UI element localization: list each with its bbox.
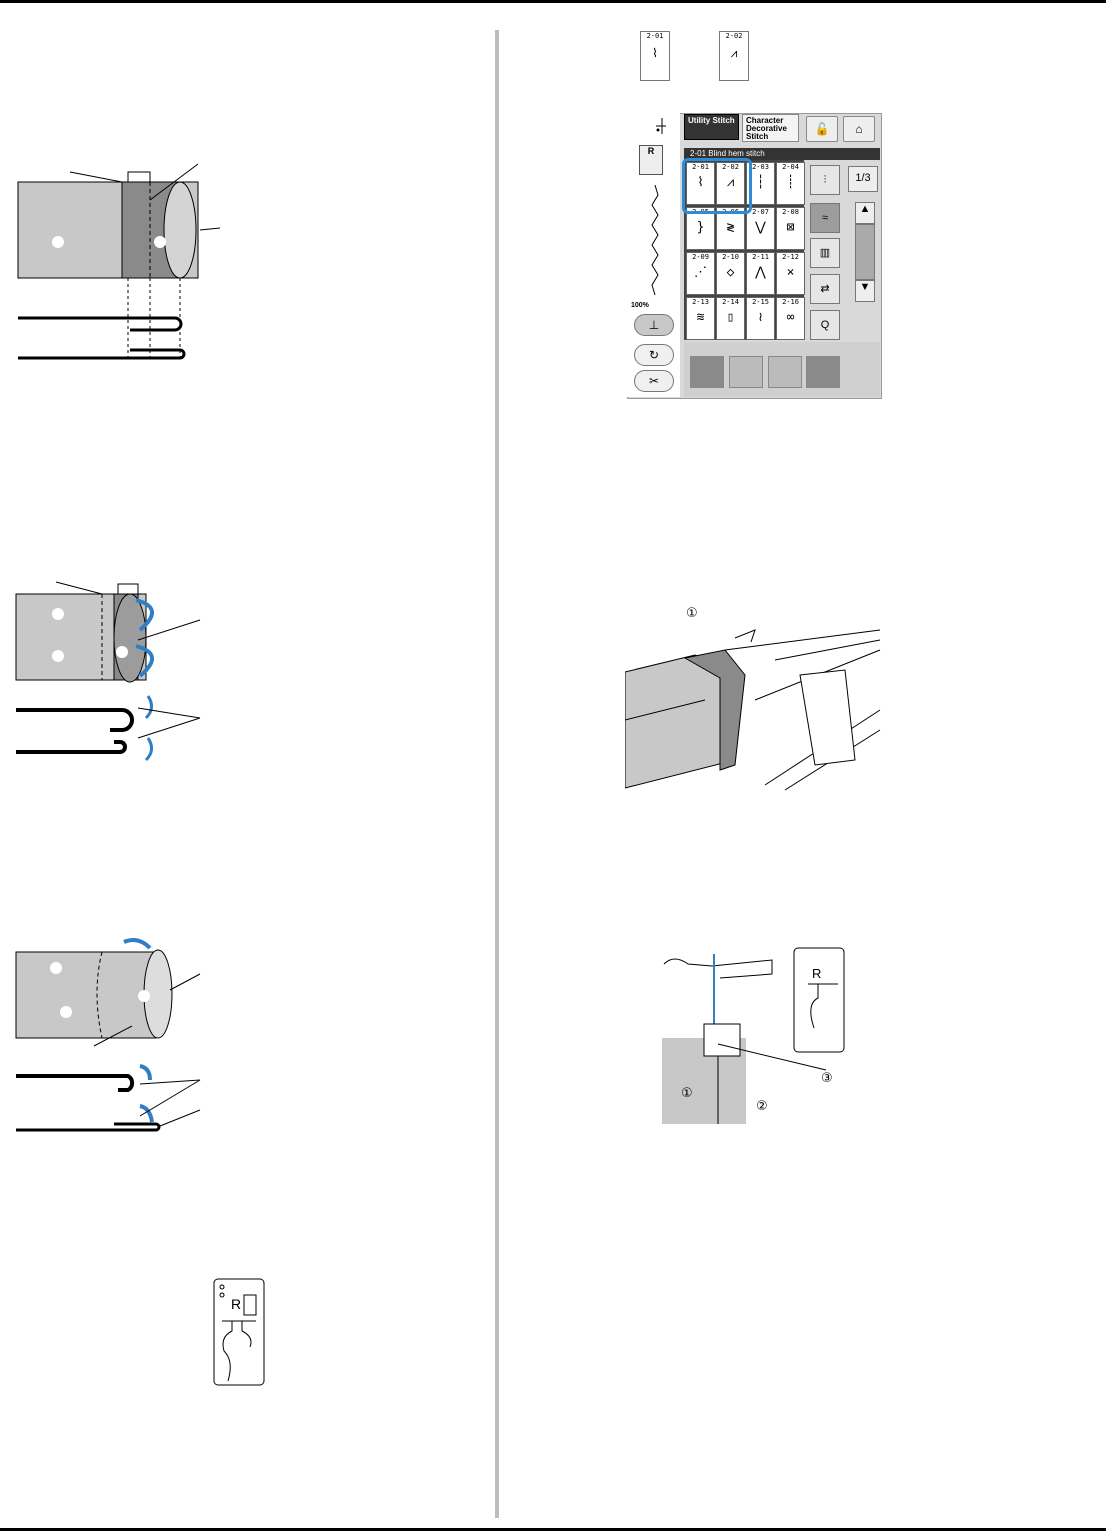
stitch-cell[interactable]: 2-13 ≋ (686, 297, 715, 340)
bottom-rule (0, 1528, 1106, 1531)
presser-foot-r-letter: R (812, 966, 822, 981)
stitch-cell[interactable]: 2-11 ⋀ (746, 252, 775, 295)
stitch-icon-2-01: 2-01 ⌇ (640, 31, 670, 81)
stitch-code: 2-16 (782, 298, 799, 306)
stitch-cell[interactable]: 2-04 ┊ (776, 162, 805, 205)
stitch-length-button[interactable]: ≈ (810, 203, 840, 233)
thread-cutter-button[interactable]: ✂ (634, 370, 674, 392)
stitch-width-button[interactable]: ⫶ (810, 165, 840, 195)
stitch-glyph: ⋰ (694, 265, 707, 280)
stitch-cell[interactable]: 2-10 ◇ (716, 252, 745, 295)
page-indicator: 1/3 (848, 166, 878, 192)
stitch-cell[interactable]: 2-14 ▯ (716, 297, 745, 340)
presser-foot-letter: R (231, 1296, 242, 1312)
stitch-glyph: ┊ (786, 175, 795, 190)
presser-foot-r-illustration (213, 1278, 265, 1386)
stitch-cell[interactable]: 2-09 ⋰ (686, 252, 715, 295)
stitch-cell[interactable]: 2-07 ⋁ (746, 207, 775, 250)
top-rule (0, 0, 1106, 3)
stitch-glyph: ◇ (726, 265, 735, 280)
scroll-down-button[interactable]: ▼ (855, 280, 875, 302)
mirror-image-button[interactable] (729, 356, 763, 388)
stitch-name-bar: 2-01 Blind hem stitch (684, 148, 880, 160)
tab-utility-stitch[interactable]: Utility Stitch (684, 114, 739, 140)
stitch-glyph: ⋀ (755, 265, 766, 280)
twin-needle-button[interactable] (768, 356, 802, 388)
fabric-under-foot-illustration (625, 629, 881, 791)
stitch-glyph: ⊠ (786, 220, 795, 235)
stitch-preview (651, 185, 659, 296)
presser-foot-r-icon (212, 1377, 268, 1489)
stitch-code: 2-15 (752, 298, 769, 306)
stitch-code: 2-03 (752, 163, 769, 171)
blind-hem-foot-illustration (662, 947, 845, 1124)
arrows-icon: ⇄ (820, 283, 830, 295)
stitch-code: 2-04 (782, 163, 799, 171)
stitch-code: 2-11 (752, 253, 769, 261)
presser-foot-lift-button[interactable]: ⊥ (634, 314, 674, 336)
zigzag-width-icon: ⫶ (823, 174, 827, 186)
edit-button[interactable] (806, 356, 840, 388)
selected-stitches-highlight (682, 158, 752, 214)
stitch-code: 2-10 (722, 253, 739, 261)
stitch-icon-code: 2-01 (646, 32, 664, 40)
stitch-cell[interactable]: 2-15 ≀ (746, 297, 775, 340)
stitch-icon-2-02: 2-02 ⩘ (719, 31, 749, 81)
stitch-glyph: ⩘ (726, 175, 735, 190)
stitch-glyph: ⋁ (755, 220, 766, 235)
stitch-glyph: ≀ (758, 310, 763, 325)
callout-1-top: ① (686, 606, 698, 621)
stitch-code: 2-01 (692, 163, 709, 171)
foot-indicator-icon: R (639, 145, 663, 175)
zoom-level: 100% (631, 302, 649, 309)
stitch-icon-code: 2-02 (725, 32, 743, 40)
column-divider (495, 30, 499, 1518)
stitch-code: 2-14 (722, 298, 739, 306)
stitch-cell[interactable]: 2-08 ⊠ (776, 207, 805, 250)
stitch-cell[interactable]: 2-16 ∞ (776, 297, 805, 340)
q-icon: Q (820, 319, 830, 331)
callout-1-fabric: ① (681, 1086, 693, 1101)
needle-position-icon (656, 118, 666, 134)
stitch-code: 2-02 (722, 163, 739, 171)
lock-button[interactable]: 🔓 (806, 116, 838, 142)
stitch-glyph: ≋ (696, 310, 705, 325)
stitch-glyph: } (696, 220, 705, 235)
lock-icon: 🔓 (814, 122, 830, 136)
scroll-up-button[interactable]: ▲ (855, 202, 875, 224)
stitch-length-icon: ≈ (821, 212, 829, 224)
stitch-cell[interactable]: 2-02 ⩘ (716, 162, 745, 205)
stitch-code: 2-13 (692, 298, 709, 306)
foot-indicator-letter: R (647, 146, 655, 156)
callout-3-guide: ③ (821, 1071, 833, 1086)
reverse-reinforce-button[interactable]: ↻ (634, 344, 674, 366)
scrollbar-thumb[interactable] (855, 224, 875, 280)
hem-fold-illustration-3 (15, 938, 201, 1132)
stitch-code: 2-12 (782, 253, 799, 261)
stitch-glyph: ⌇ (697, 175, 704, 190)
hem-fold-illustration-1 (17, 163, 221, 360)
quilt-button[interactable]: Q (810, 310, 840, 340)
stitch-glyph: ▯ (726, 310, 735, 325)
stitch-code: 2-07 (752, 208, 769, 216)
tension-icon: ▥ (819, 247, 831, 259)
stitch-code: 2-09 (692, 253, 709, 261)
tab-character-decorative-stitch[interactable]: Character Decorative Stitch (742, 114, 799, 142)
needle-mode-button[interactable] (690, 356, 724, 388)
callout-2-fold: ② (756, 1099, 768, 1114)
tension-button[interactable]: ▥ (810, 238, 840, 268)
stitch-glyph: ≷ (726, 220, 735, 235)
stitch-code: 2-08 (782, 208, 799, 216)
stitch-glyph: ┆ (756, 175, 765, 190)
stitch-glyph: ⨯ (786, 265, 795, 280)
stitch-cell[interactable]: 2-12 ⨯ (776, 252, 805, 295)
hem-fold-illustration-2 (15, 581, 201, 762)
home-button[interactable]: ⌂ (843, 116, 875, 142)
stitch-glyph: ∞ (786, 310, 795, 325)
mirror-button[interactable]: ⇄ (810, 274, 840, 304)
stitch-cell[interactable]: 2-01 ⌇ (686, 162, 715, 205)
home-icon: ⌂ (855, 122, 863, 136)
